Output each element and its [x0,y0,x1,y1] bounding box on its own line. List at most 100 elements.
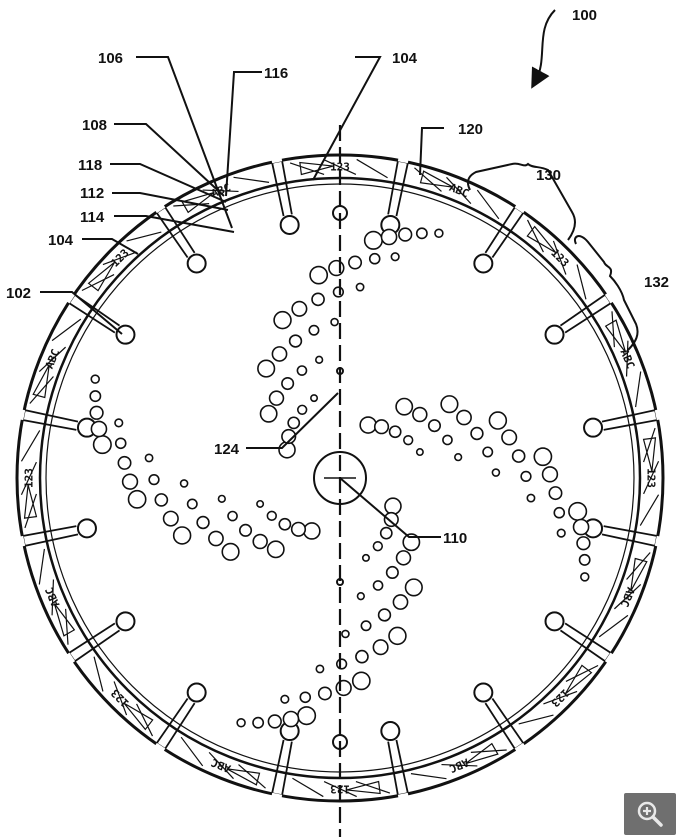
segment-hatch [565,664,599,682]
cooling-hole [256,499,265,508]
cooling-hole [271,346,288,362]
segment-wedge [32,364,50,399]
gullet-hole [473,253,494,274]
slot-edge [67,622,116,655]
brace-130 [466,162,576,241]
cooling-hole [280,694,290,704]
ref-124: 124 [214,441,240,458]
segment-wedge [630,557,648,592]
cooling-hole [384,497,402,515]
cooling-hole [380,228,398,246]
cooling-hole [282,710,300,728]
ref-106: 106 [98,50,123,67]
segment-hatch [126,231,162,242]
slot-edge [21,418,77,431]
cooling-hole [379,526,393,540]
cooling-hole [580,572,590,582]
cooling-hole [287,416,301,430]
slot-edge [491,697,525,746]
cooling-hole [281,376,295,391]
segment-hatch [51,579,55,616]
segment-hatch [20,430,41,462]
slot-edge [163,702,196,751]
cooling-hole [290,521,307,537]
brace-132 [574,235,639,351]
segment-hatch [576,264,587,300]
cooling-hole [360,620,372,632]
segment-hatch [356,158,388,179]
slot-edge [23,408,79,423]
segment-hatch [208,751,234,780]
cooling-hole [404,578,423,597]
segment-hatch [635,371,642,408]
slot-edge [559,629,608,663]
segment-hatch [355,781,391,794]
segment-wedge [23,484,38,519]
slot-gap [514,742,526,752]
cooling-hole [273,310,292,330]
slot-gap [397,792,409,799]
zoom-button[interactable] [624,793,676,835]
cooling-hole [491,468,501,477]
cooling-hole [395,550,412,566]
segment-wedge [465,742,499,765]
cooling-hole [488,411,508,430]
segment-hatch [552,240,567,275]
leader-lines [40,9,556,538]
ref-118: 118 [78,157,102,174]
segment-wedge [346,780,381,795]
cooling-hole [90,420,108,438]
cooling-hole [217,494,226,503]
segment-marking: 123 [23,468,36,488]
segment-wedge [123,702,154,731]
cooling-hole [127,489,147,509]
cooling-hole [328,259,345,277]
segment-wedge [53,603,76,637]
segment-hatch [643,461,660,495]
cooling-hole [355,282,365,292]
segment-hatch [65,608,69,645]
slot-gap [19,535,26,547]
slot-edge [601,408,657,423]
segment-hatch [598,614,629,638]
cooling-hole [89,390,102,403]
gullet-hole [76,518,97,539]
segment-wedge [419,170,454,188]
cooling-hole [372,541,384,552]
cooling-hole [553,506,566,519]
cooling-hole [427,419,442,433]
cooling-holes [76,205,604,750]
cooling-hole [533,447,553,467]
cooling-hole [578,553,591,566]
cooling-hole [454,453,463,462]
cooling-hole [148,473,160,486]
cooling-hole [402,533,421,552]
cooling-hole [372,580,384,591]
cooling-hole [373,419,390,435]
segment-hatch [543,690,578,705]
cooling-hole [330,317,339,327]
cooling-hole [526,493,536,503]
cooling-hole [308,324,320,336]
slot-gap [66,652,76,664]
segment-wedge [604,319,627,353]
cooling-hole [266,540,285,559]
cooling-hole [252,533,268,550]
cooling-hole [92,435,112,455]
cooling-hole [341,629,350,639]
cooling-hole [315,664,325,674]
cooling-hole [89,405,104,420]
segment-hatch [81,274,115,292]
cooling-hole [257,359,276,378]
cooling-hole [415,448,424,457]
cooling-hole [388,425,402,439]
cooling-hole [368,252,381,265]
segment-hatch [102,251,137,266]
cooling-hole [311,292,325,307]
ref-132: 132 [644,274,669,291]
slot-gap [271,157,283,164]
slot-edge [163,205,196,254]
segment-hatch [626,552,651,580]
slot-gap [154,742,166,752]
slot-edge [21,525,77,538]
